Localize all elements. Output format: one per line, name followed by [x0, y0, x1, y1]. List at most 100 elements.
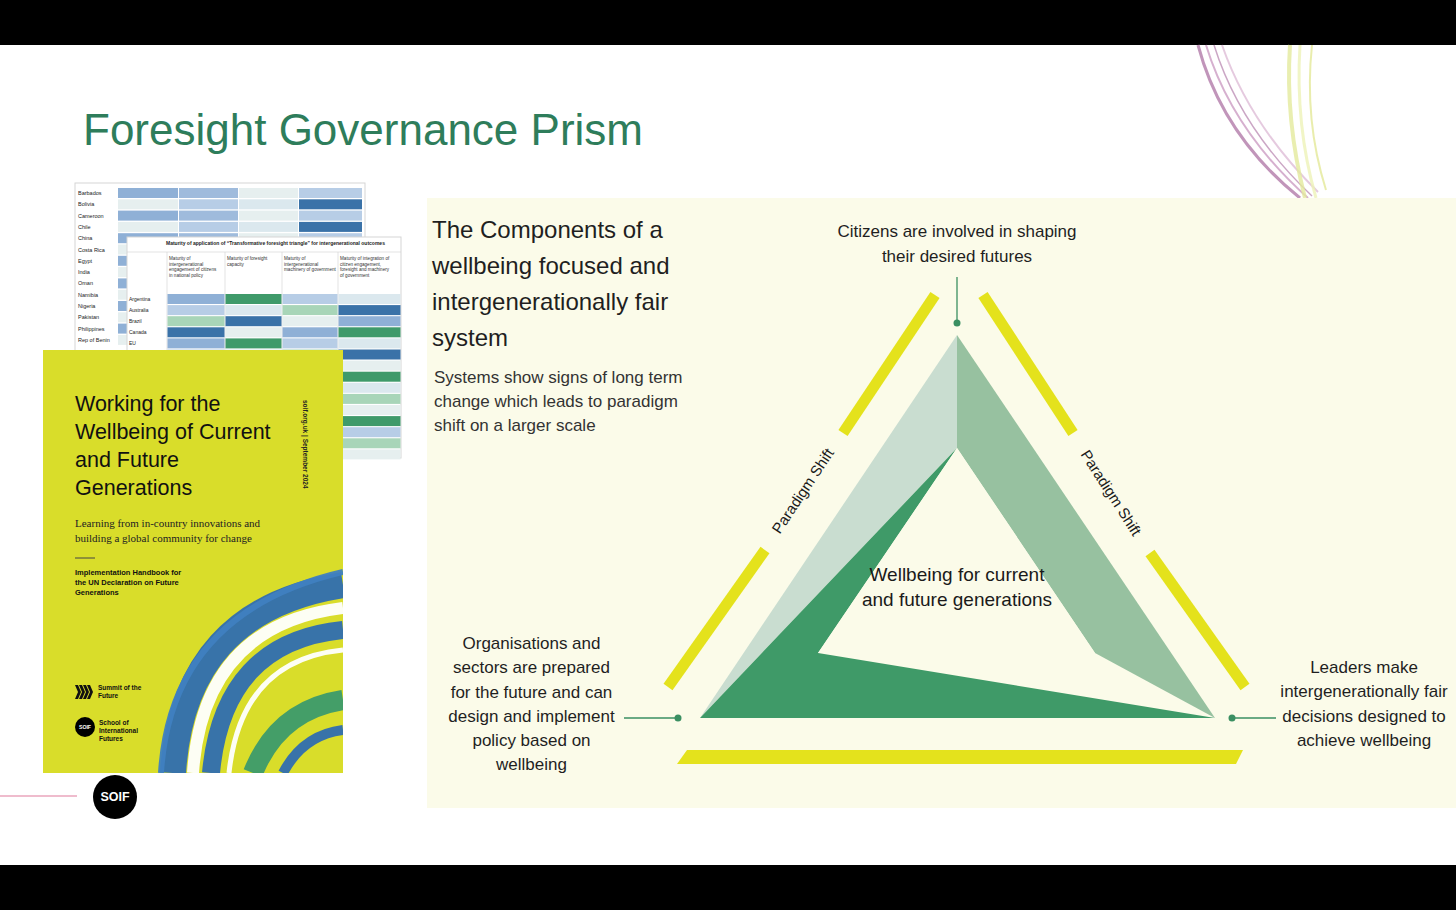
- table-row-name: India: [78, 267, 118, 277]
- table-row-name: Egypt: [78, 256, 118, 266]
- table-column-header: Maturity of intergenerational engagement…: [169, 256, 221, 278]
- table-row-name: Brazil: [129, 316, 166, 326]
- table-cell: [168, 294, 225, 304]
- brush-stroke: [229, 650, 343, 773]
- panel-heading: The Components of a wellbeing focused an…: [432, 212, 722, 356]
- table-column-header: Maturity of integration of citizen engag…: [340, 256, 392, 278]
- logo-disc: [93, 775, 137, 819]
- panel-body: Systems show signs of long term change w…: [434, 366, 689, 438]
- node-art: [660, 290, 1255, 770]
- table-cell: [339, 316, 401, 326]
- table-cell: [168, 327, 225, 337]
- table-row-name: Canada: [129, 327, 166, 337]
- report-cover: Working for the Wellbeing of Current and…: [43, 350, 343, 773]
- table-cell: [168, 338, 225, 348]
- soif-logo-text: School of International Futures: [99, 719, 161, 743]
- table-rule: [127, 252, 401, 253]
- accent-line: [0, 795, 77, 796]
- cover-swirls: [161, 572, 343, 773]
- table-row-name: Pakistan: [78, 312, 118, 322]
- table-row-name: Bolivia: [78, 199, 118, 209]
- leader-line: [624, 717, 678, 718]
- leader-dot: [1229, 715, 1236, 722]
- table-cell: [239, 188, 298, 198]
- table-cell: [339, 416, 401, 426]
- table-cell: [339, 338, 401, 348]
- prism-face-dark: [700, 448, 1215, 718]
- table-row-name: Oman: [78, 278, 118, 288]
- table-cell: [339, 327, 401, 337]
- table-row-name: Barbados: [78, 188, 118, 198]
- table-cell: [239, 211, 298, 221]
- table-row-name: Costa Rica: [78, 245, 118, 255]
- prism-centre-text: Wellbeing for current and future generat…: [857, 563, 1057, 612]
- top-bar: [0, 0, 1456, 45]
- table-cell: [179, 199, 238, 209]
- brush-stroke: [253, 700, 343, 773]
- table-row-name: Nigeria: [78, 301, 118, 311]
- leader-dot: [954, 320, 961, 327]
- table-cell: [226, 294, 282, 304]
- corner-swirl: [1198, 45, 1326, 198]
- table-cell: [283, 305, 338, 315]
- table-cell: [283, 294, 338, 304]
- table-row-name: Rep of Benin: [78, 335, 118, 345]
- leader-line: [956, 277, 957, 323]
- prism-triangle: Wellbeing for current and future generat…: [660, 290, 1255, 770]
- prism-centre: [818, 448, 1095, 653]
- logo-text: SOIF: [93, 790, 137, 804]
- logo-disc: [75, 717, 95, 737]
- leader-dot: [675, 715, 682, 722]
- soif-badge: SOIF: [75, 717, 95, 737]
- component-label: Leaders make intergenerationally fair de…: [1280, 656, 1448, 753]
- table-cell: [226, 327, 282, 337]
- table-cell: [299, 188, 362, 198]
- logo-chevron: [87, 685, 93, 699]
- brush-stroke: [161, 572, 343, 773]
- cover-ground: [43, 350, 343, 773]
- table-cell: [339, 405, 401, 415]
- table-cell: [118, 222, 178, 232]
- soif-logo: SOIF: [93, 775, 137, 819]
- cover-date: soif.org.uk | September 2024: [301, 400, 309, 489]
- table-cell: [226, 338, 282, 348]
- brush-stroke: [283, 730, 343, 773]
- table-cell: [239, 199, 298, 209]
- table-cell: [299, 222, 362, 232]
- slide-title: Foresight Governance Prism: [83, 104, 643, 156]
- summit-logo: [75, 685, 93, 699]
- table-cell: [339, 372, 401, 382]
- table-cell: [179, 211, 238, 221]
- table-cell: [118, 199, 178, 209]
- bottom-bar: [0, 865, 1456, 910]
- table-cell: [339, 305, 401, 315]
- table-cell: [118, 188, 178, 198]
- badge-text: SOIF: [75, 724, 95, 730]
- table-row-name: Chile: [78, 222, 118, 232]
- component-label: Citizens are involved in shaping their d…: [822, 219, 1092, 269]
- cover-series: Implementation Handbook for the UN Decla…: [75, 568, 193, 598]
- table-cell: [283, 316, 338, 326]
- brush-stroke: [211, 630, 343, 773]
- table-cell: [179, 222, 238, 232]
- brush-stroke: [193, 608, 343, 773]
- table-cell: [118, 211, 178, 221]
- table-cell: [339, 438, 401, 448]
- table-row-name: Philippines: [78, 324, 118, 334]
- table-cell: [239, 222, 298, 232]
- table-cell: [339, 394, 401, 404]
- table-cell: [168, 316, 225, 326]
- leader-line: [1232, 717, 1276, 718]
- table-row-name: China: [78, 233, 118, 243]
- brush-stroke: [173, 585, 343, 773]
- table-row-name: Argentina: [129, 294, 166, 304]
- component-label: Organisations and sectors are prepared f…: [444, 632, 619, 778]
- summit-logo-text: Summit of the Future: [98, 684, 160, 700]
- cover-subtitle: Learning from in-country innovations and…: [75, 516, 290, 546]
- table-row-name: Australia: [129, 305, 166, 315]
- table-cell: [339, 427, 401, 437]
- cover-title: Working for the Wellbeing of Current and…: [75, 390, 290, 502]
- table-cell: [339, 294, 401, 304]
- table-column-header: Maturity of intergenerational machinery …: [284, 256, 336, 273]
